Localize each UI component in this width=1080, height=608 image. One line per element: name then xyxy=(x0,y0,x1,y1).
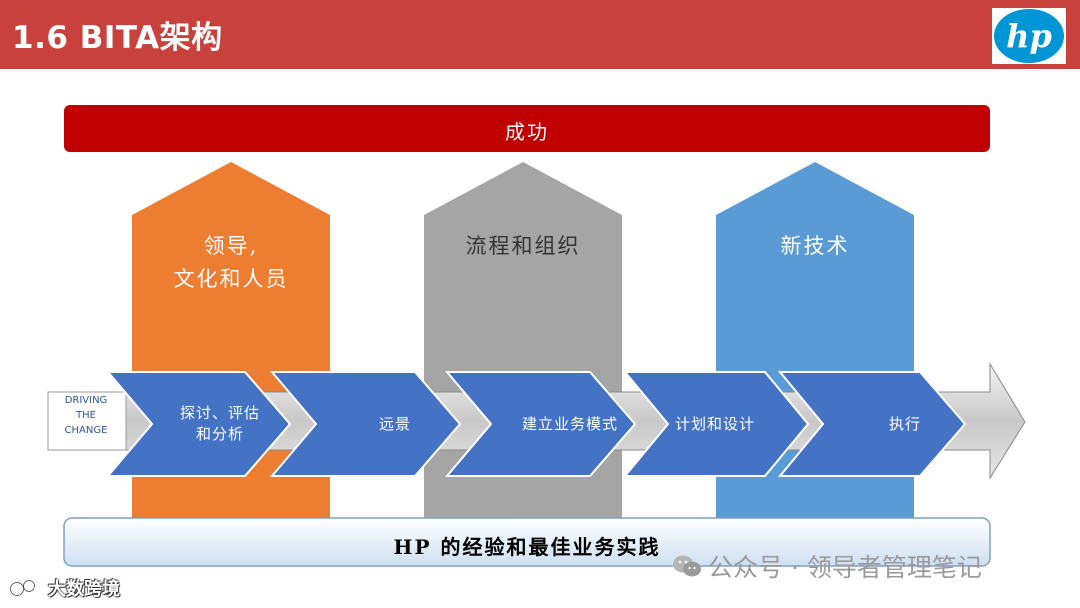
pillar-label-process: 流程和组织 xyxy=(465,234,581,258)
page-title: 1.6 BITA架构 xyxy=(12,20,223,56)
watermark-left: 大数跨境 xyxy=(10,574,120,602)
title-bar: 1.6 BITA架构 hp xyxy=(0,0,1080,69)
foundation-label: HP 的经验和最佳业务实践 xyxy=(393,535,661,559)
hp-logo: hp xyxy=(992,8,1066,64)
foundation-bar xyxy=(63,517,991,567)
step-chevron-business-model xyxy=(444,371,637,477)
driving-the-change-label: DRIVING THE CHANGE xyxy=(64,395,108,436)
watermark-right: 公众号 · 领导者管理笔记 xyxy=(672,550,982,582)
step-chevron-explore xyxy=(105,371,292,477)
hp-logo-text: hp xyxy=(1006,17,1052,55)
pillar-label-technology: 新技术 xyxy=(780,234,850,258)
step-chevron-vision xyxy=(269,371,462,477)
success-label: 成功 xyxy=(505,120,549,144)
step-label-execute: 执行 xyxy=(888,415,921,433)
watermark-right-text: 公众号 · 领导者管理笔记 xyxy=(708,553,982,582)
step-chevron-execute xyxy=(777,371,967,477)
step-label-explore: 探讨、评估 和分析 xyxy=(179,404,260,443)
brand-mark-icon xyxy=(10,580,42,596)
step-chevron-plan-design xyxy=(622,371,810,477)
success-bar xyxy=(64,105,990,152)
driving-box xyxy=(47,391,127,451)
step-label-business-model: 建立业务模式 xyxy=(521,415,618,433)
step-label-vision: 远景 xyxy=(378,415,411,433)
pillar-label-leadership: 领导, 文化和人员 xyxy=(173,234,289,291)
step-label-plan-design: 计划和设计 xyxy=(674,415,755,433)
watermark-left-text: 大数跨境 xyxy=(48,579,120,600)
wechat-icon xyxy=(673,555,701,577)
